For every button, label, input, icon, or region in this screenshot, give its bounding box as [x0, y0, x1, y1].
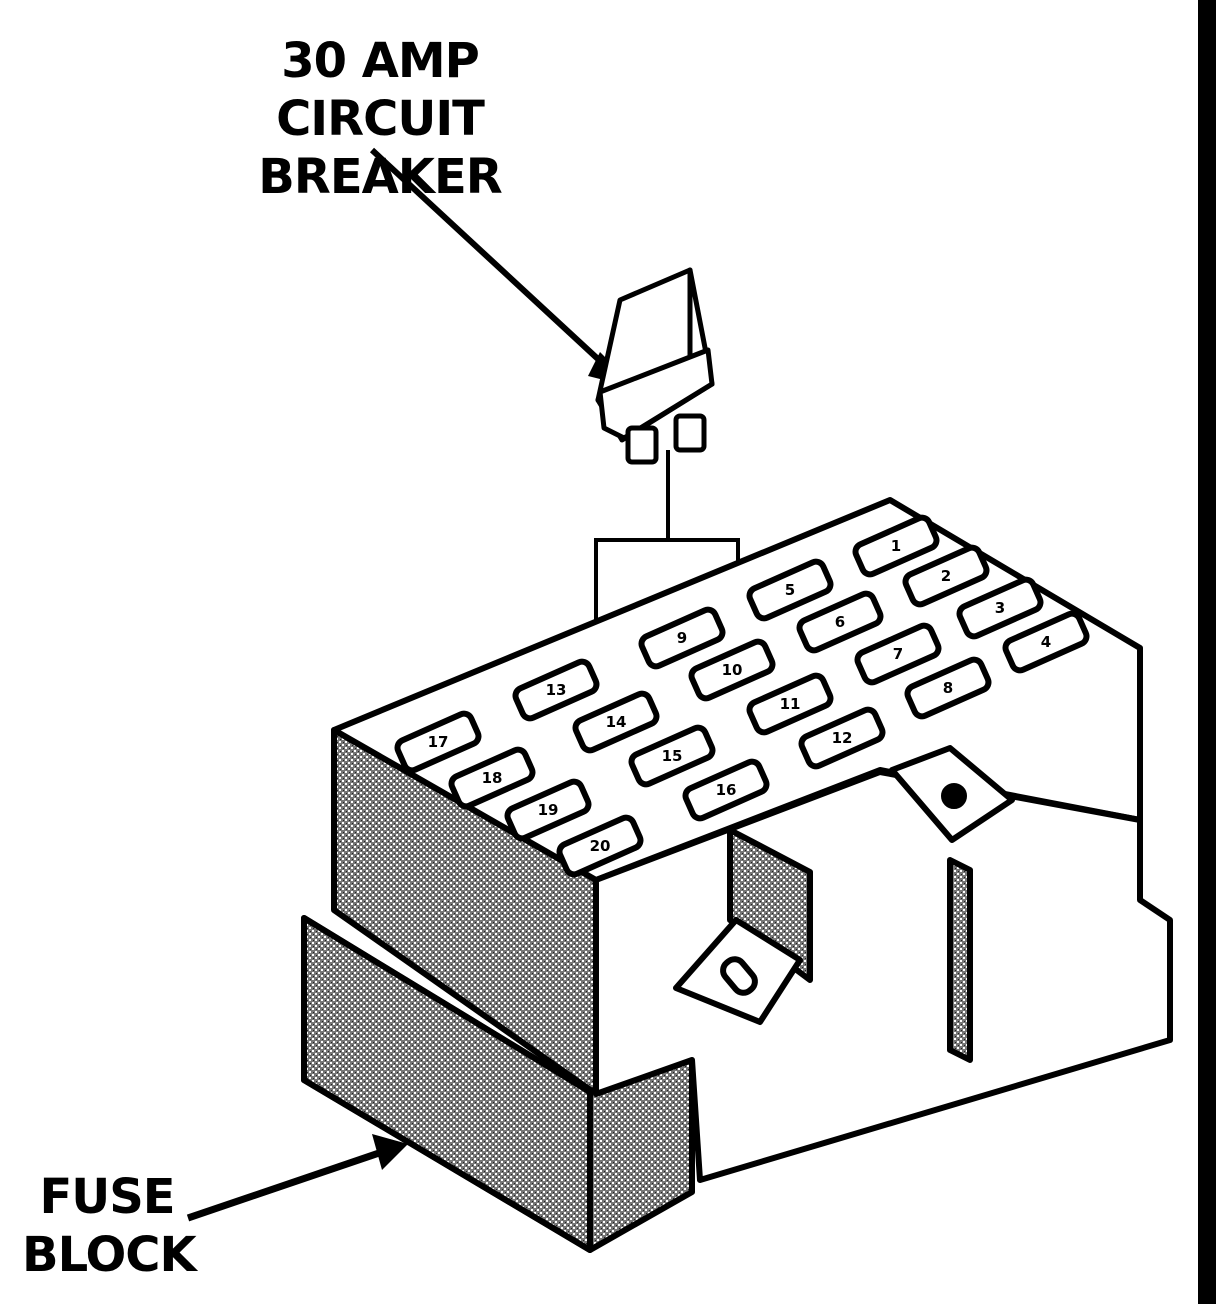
fuse-slot-number: 13: [546, 681, 567, 699]
fuse-slot-number: 9: [677, 629, 687, 647]
fuse-slot-number: 12: [832, 729, 853, 747]
fuse-slot-9: 9: [638, 606, 726, 670]
fuse-slot-8: 8: [904, 656, 992, 720]
fuse-slot-3: 3: [956, 576, 1044, 640]
fuse-block: [301, 497, 1173, 1253]
fuse-slot-number: 15: [662, 747, 683, 765]
fuse-slot-number: 19: [538, 801, 559, 819]
fuse-slot-18: 18: [448, 746, 536, 810]
fuse-slot-number: 11: [780, 695, 801, 713]
circuit-breaker: [595, 267, 715, 465]
fuse-slot-19: 19: [504, 778, 592, 842]
fuse-slot-7: 7: [854, 622, 942, 686]
fuse-slot-16: 16: [682, 758, 770, 822]
fuse-block-label: FUSE BLOCK: [22, 1168, 197, 1284]
fuse-slot-number: 7: [893, 645, 903, 663]
fuse-slot-number: 2: [941, 567, 951, 585]
fuse-slot-number: 3: [995, 599, 1005, 617]
fuse-slot-number: 20: [590, 837, 611, 855]
fuse-slot-10: 10: [688, 638, 776, 702]
fuse-slot-number: 17: [428, 733, 449, 751]
fuse-slot-20: 20: [556, 814, 644, 878]
fuse-slot-number: 16: [716, 781, 737, 799]
fuse-slot-11: 11: [746, 672, 834, 736]
breaker-label-line2: BREAKER: [258, 149, 502, 205]
fuse-slot-number: 18: [482, 769, 503, 787]
fuse-slot-number: 1: [891, 537, 901, 555]
fuse-slot-14: 14: [572, 690, 660, 754]
fuse-slot-number: 10: [722, 661, 743, 679]
fuse-slot-1: 1: [852, 514, 940, 578]
fuse-callout-arrow: [186, 1134, 408, 1222]
fuse-slot-number: 14: [606, 713, 627, 731]
fuse-slot-15: 15: [628, 724, 716, 788]
fuse-slot-5: 5: [746, 558, 834, 622]
fuse-slot-6: 6: [796, 590, 884, 654]
fuse-slot-number: 6: [835, 613, 845, 631]
fuse-label-line1: FUSE: [39, 1169, 175, 1225]
fuse-slot-2: 2: [902, 544, 990, 608]
breaker-label-line1: 30 AMP CIRCUIT: [276, 33, 485, 147]
fuse-slot-13: 13: [512, 658, 600, 722]
fuse-slot-number: 5: [785, 581, 795, 599]
fuse-label-line2: BLOCK: [22, 1227, 197, 1283]
fuse-slot-number: 8: [943, 679, 953, 697]
fuse-slot-12: 12: [798, 706, 886, 770]
breaker-label: 30 AMP CIRCUIT BREAKER: [180, 32, 580, 206]
fuse-slot-17: 17: [394, 710, 482, 774]
right-edge-bar: [1198, 0, 1216, 1304]
fuse-slot-4: 4: [1002, 610, 1090, 674]
fuse-slot-number: 4: [1041, 633, 1051, 651]
